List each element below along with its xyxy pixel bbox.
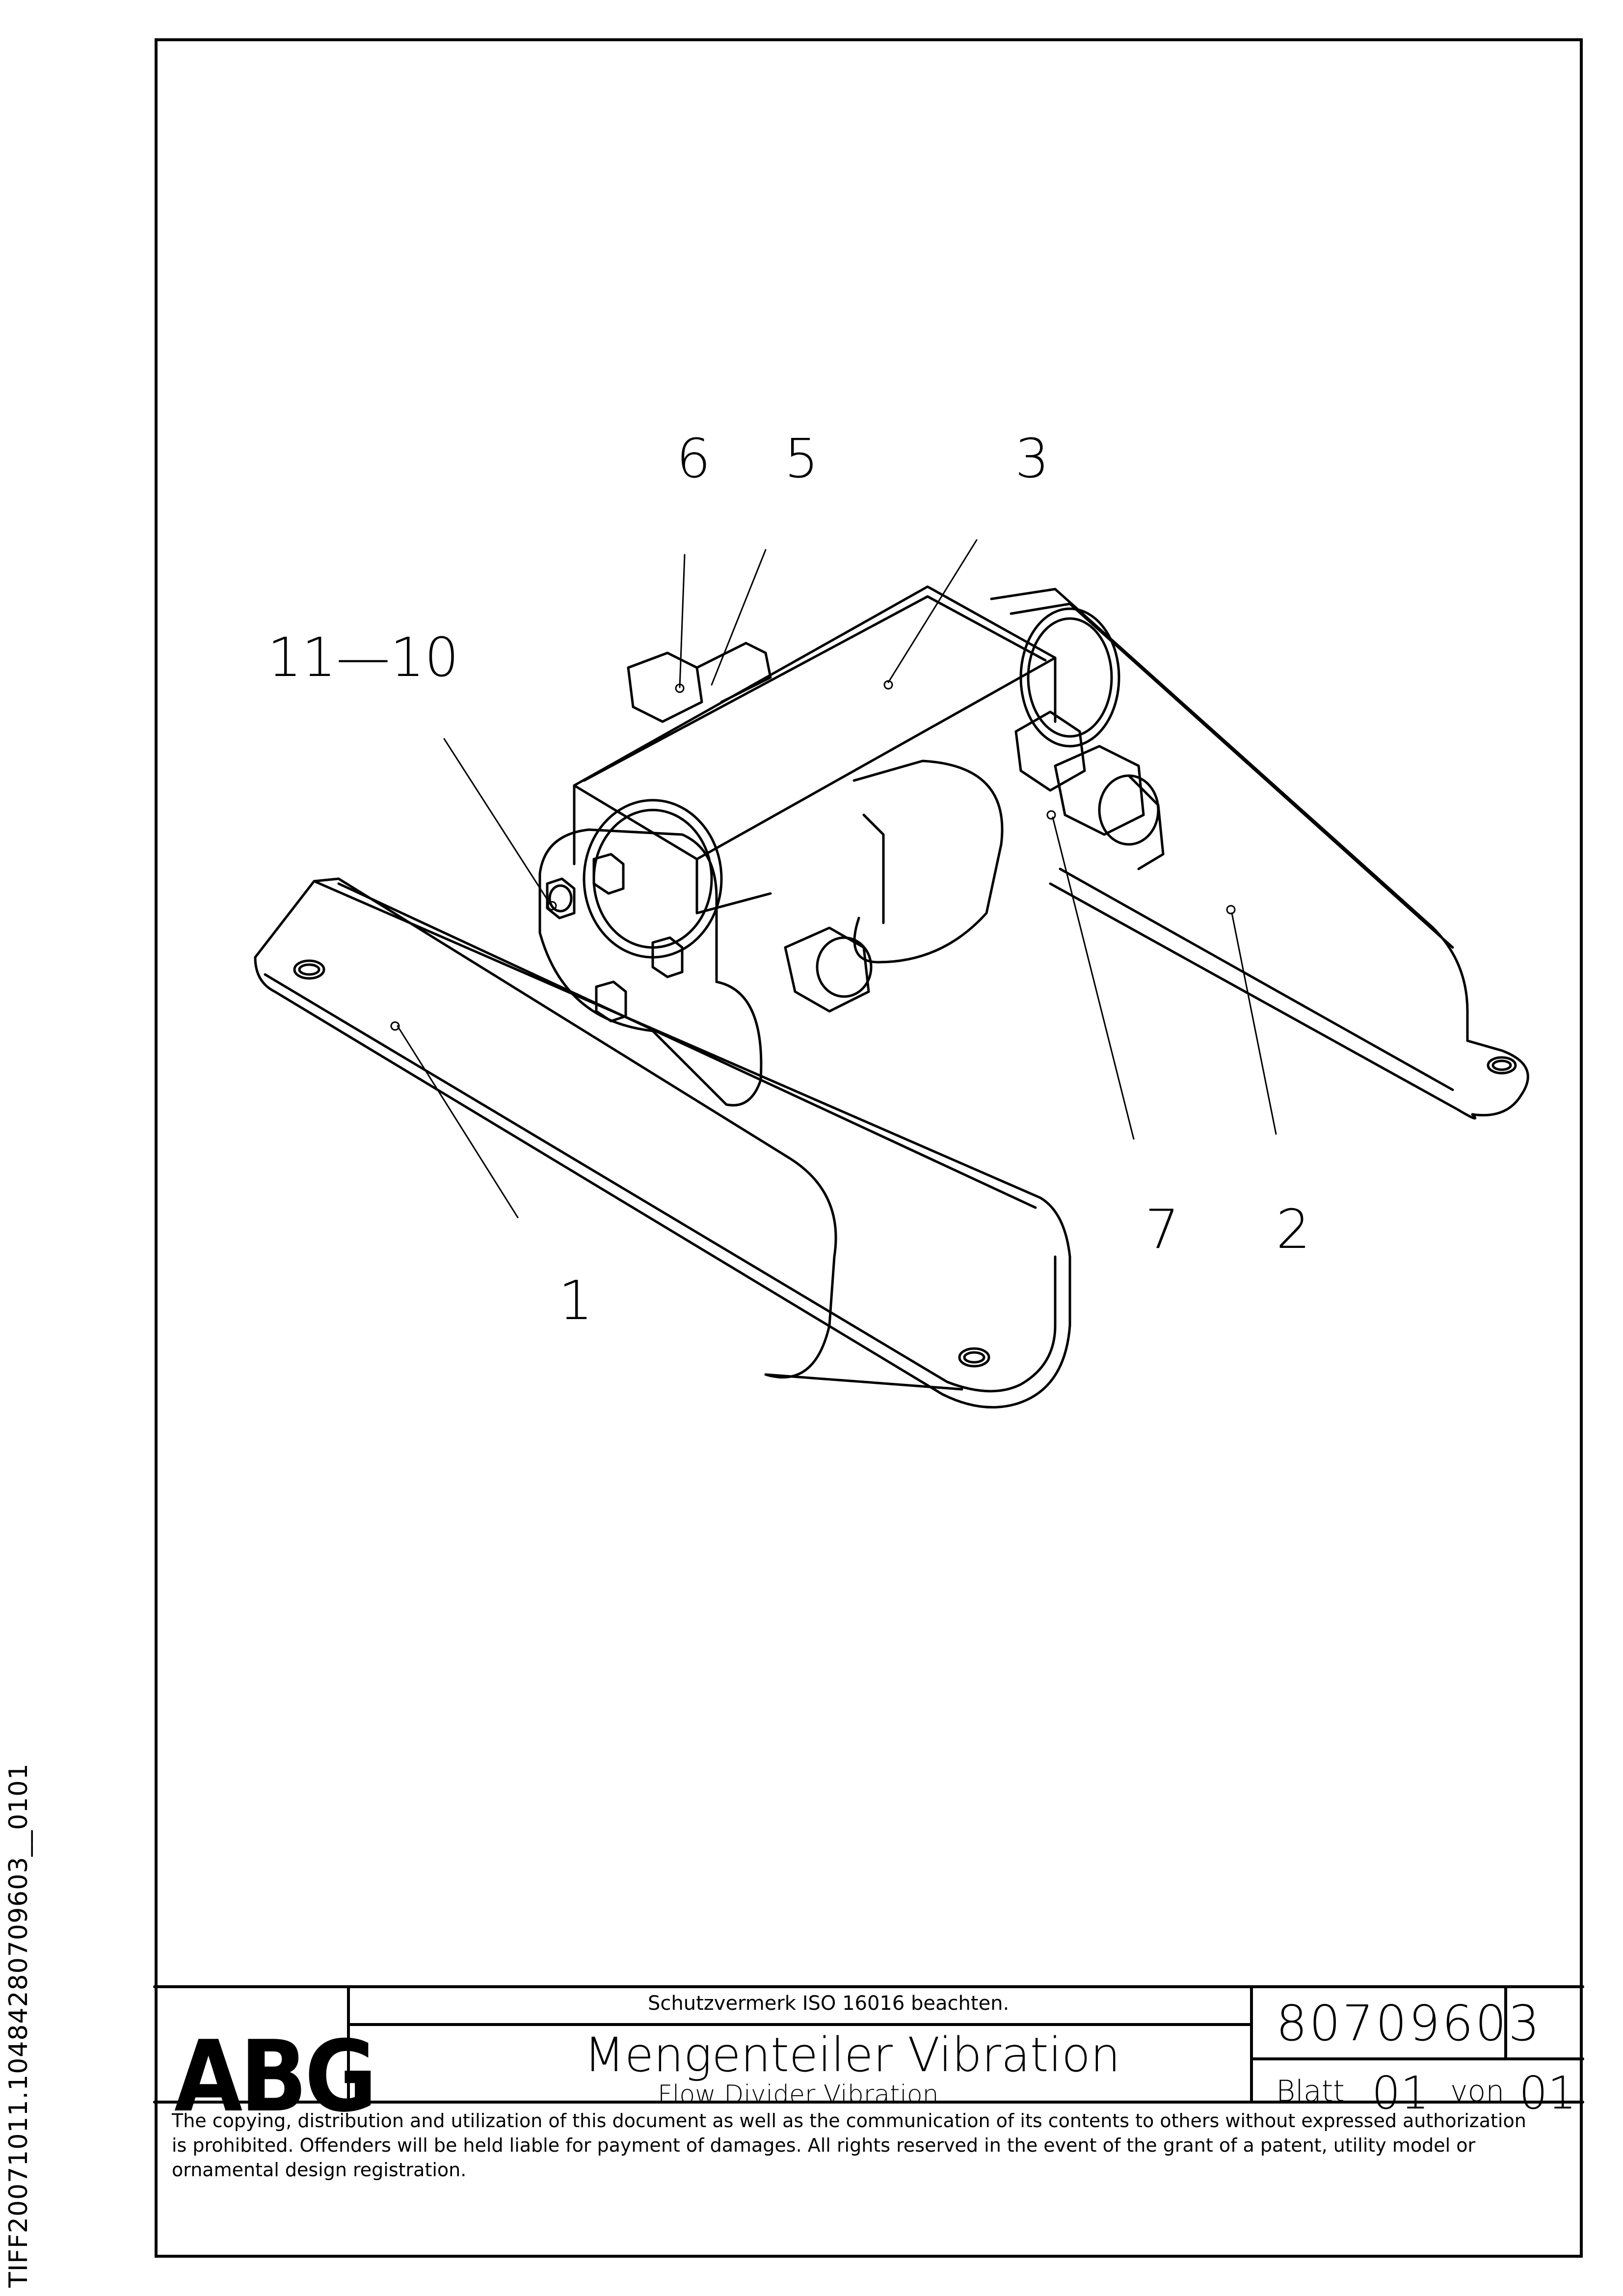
callout-6: 6 [676, 427, 711, 490]
callout-7: 7 [1145, 1198, 1179, 1261]
sheet-label: Blatt [1276, 2074, 1345, 2108]
of-label: von [1450, 2074, 1505, 2108]
copyright-line-3: ornamental design registration. [172, 2159, 467, 2181]
bracket-part-1 [254, 877, 1071, 1409]
flange-plate [538, 828, 763, 1107]
drawing-sheet-frame [155, 38, 1583, 2258]
hydraulic-fittings [627, 642, 1165, 1013]
callout-2: 2 [1276, 1198, 1310, 1261]
protection-note: Schutzvermerk ISO 16016 beachten. [648, 1992, 1010, 2015]
leader-lines [390, 539, 1277, 1218]
part-number: 80709603 [1276, 1995, 1542, 2052]
title-block-frame [153, 1985, 1584, 2104]
copyright-line-2: is prohibited. Offenders will be held li… [172, 2134, 1476, 2156]
bracket-part-2 [990, 588, 1529, 1120]
title-german: Mengenteiler Vibration [584, 2027, 1120, 2082]
callout-1: 1 [559, 1269, 593, 1332]
title-english: Flow Divider Vibration [658, 2080, 939, 2109]
copyright-line-1: The copying, distribution and utilizatio… [172, 2110, 1526, 2132]
company-logo: ABG [174, 2020, 377, 2134]
sheet-number: 01 [1372, 2067, 1430, 2119]
callout-5: 5 [784, 427, 819, 490]
callout-11-10: 11—10 [267, 626, 459, 689]
flow-divider-housing-part-3 [573, 585, 1120, 964]
callout-3: 3 [1015, 427, 1049, 490]
sheet-total: 01 [1519, 2067, 1577, 2119]
